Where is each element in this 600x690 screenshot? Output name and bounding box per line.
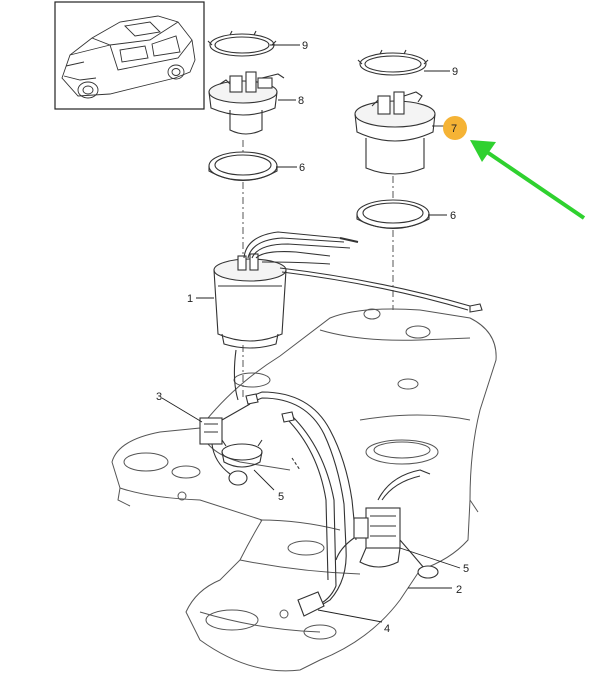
part-5-left-seal-ring — [221, 439, 263, 468]
fuel-hoses — [233, 349, 357, 617]
fuel-tank — [111, 308, 497, 672]
callout-6-left: 6 — [299, 162, 305, 174]
callout-6-right: 6 — [450, 210, 456, 222]
callout-5-left: 5 — [278, 491, 284, 503]
callout-9-right: 9 — [452, 66, 458, 78]
callout-labels: 9 8 6 9 6 1 3 5 5 2 4 — [156, 40, 469, 635]
part-7-fuel-filter-canister — [354, 91, 436, 175]
callout-5-right: 5 — [463, 563, 469, 575]
highlight-callout-7: 7 — [443, 116, 467, 140]
part-9-left-locking-ring — [207, 30, 277, 57]
alignment-axes — [242, 140, 394, 400]
callout-8: 8 — [298, 95, 304, 107]
part-6-right-seal — [356, 199, 430, 229]
callout-2: 2 — [456, 584, 462, 596]
leader-lines — [161, 44, 461, 623]
callout-7: 7 — [451, 123, 457, 135]
part-9-right-locking-ring — [357, 49, 429, 76]
part-2-fuel-pump-sender-right — [335, 469, 439, 579]
highlight-badge — [443, 116, 467, 140]
callout-3: 3 — [156, 391, 162, 403]
car-suv-icon — [61, 15, 196, 99]
part-8-fuel-pump-module — [208, 71, 285, 135]
green-arrow-icon — [470, 140, 586, 220]
part-3-fuel-level-sensor — [199, 403, 251, 486]
part-1-fuel-delivery-unit — [213, 231, 483, 349]
part-6-left-seal — [208, 151, 278, 181]
vehicle-inset — [54, 1, 205, 110]
callout-1: 1 — [187, 293, 193, 305]
callout-9-left: 9 — [302, 40, 308, 52]
callout-4: 4 — [384, 623, 390, 635]
